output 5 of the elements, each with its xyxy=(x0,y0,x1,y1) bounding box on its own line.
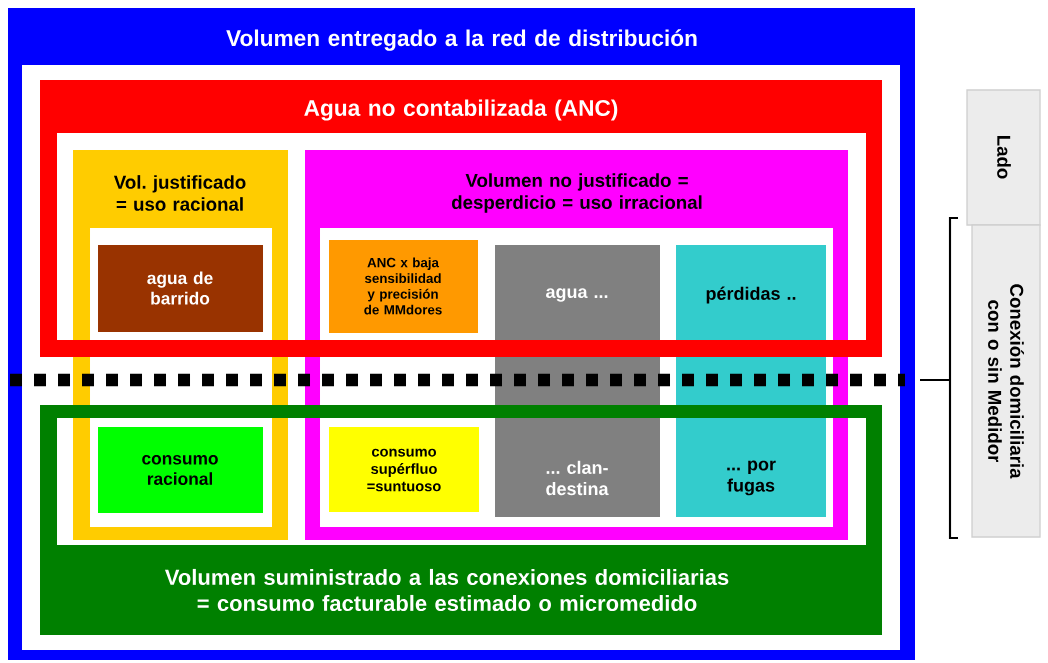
category-box: ANC x baja sensibilidad y precisión de MMdores xyxy=(329,240,478,333)
category-box: consumo racional xyxy=(98,427,263,513)
category-box: consumo supérfluo =suntuoso xyxy=(329,427,479,512)
category-box: agua de barrido xyxy=(98,245,263,332)
side-label-box: Lado xyxy=(966,89,1041,226)
